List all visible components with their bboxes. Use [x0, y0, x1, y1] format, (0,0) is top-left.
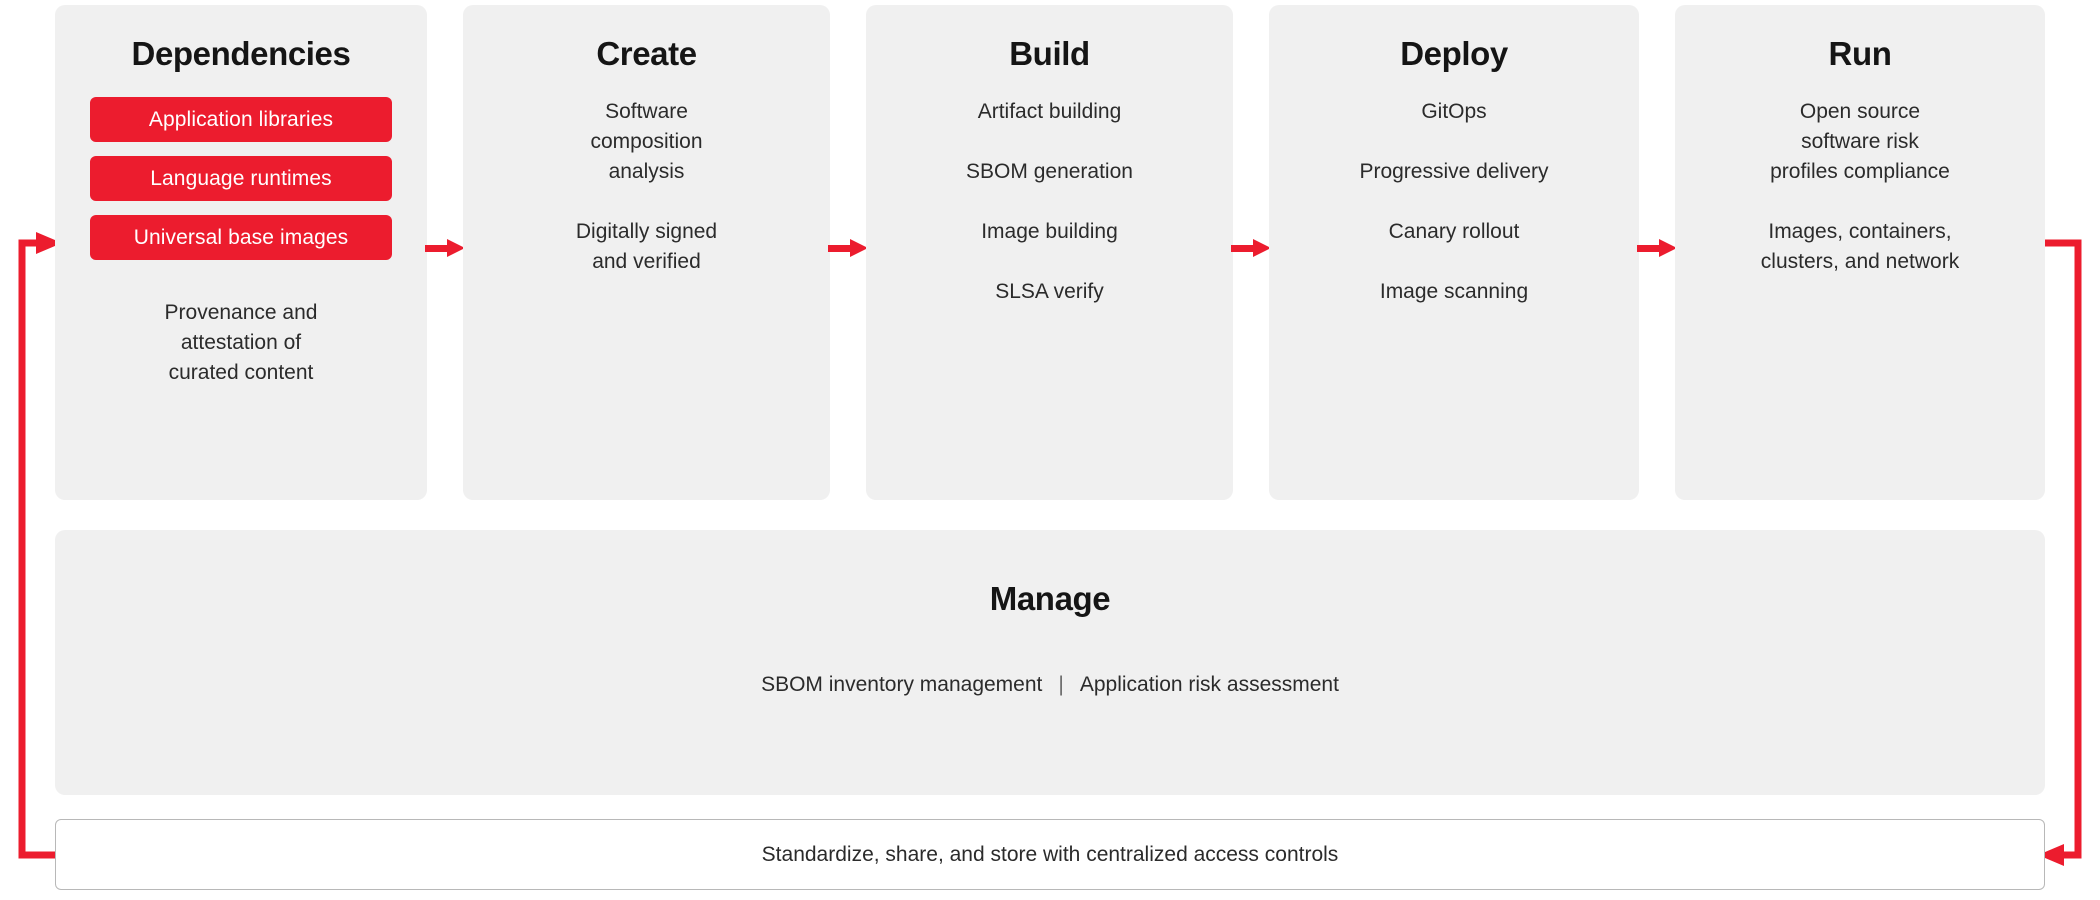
flow-arrow-icon — [828, 239, 868, 257]
pill-list: Application libraries Language runtimes … — [73, 96, 409, 260]
manage-item-app-risk: Application risk assessment — [1079, 673, 1339, 696]
item-list: Artifact building SBOM generation Image … — [884, 97, 1215, 307]
bottom-bar[interactable]: Standardize, share, and store with centr… — [55, 819, 2045, 890]
stage-title: Build — [1009, 35, 1090, 72]
flow-arrow-icon — [1637, 239, 1677, 257]
flow-arrow-icon — [425, 239, 465, 257]
item-list: Open source software risk profiles compl… — [1693, 97, 2027, 277]
list-item: Canary rollout — [1388, 219, 1520, 243]
list-item: Image building — [981, 219, 1118, 243]
stage-card-deploy[interactable]: Deploy GitOps Progressive delivery Canar… — [1269, 5, 1639, 500]
manage-item-sbom-inventory: SBOM inventory management — [761, 673, 1043, 696]
stage-card-create[interactable]: Create Software composition analysis Dig… — [463, 5, 830, 500]
list-item: SLSA verify — [995, 279, 1104, 303]
list-item: Image scanning — [1379, 279, 1529, 303]
stage-card-run[interactable]: Run Open source software risk profiles c… — [1675, 5, 2045, 500]
stage-row: Dependencies Application libraries Langu… — [55, 5, 2045, 500]
manage-separator: | — [1058, 673, 1064, 696]
list-item: Digitally signed and verified — [575, 219, 718, 273]
pill-language-runtimes[interactable]: Language runtimes — [90, 155, 392, 201]
list-item: GitOps — [1421, 99, 1487, 123]
list-item: SBOM generation — [966, 159, 1133, 183]
list-item: Software composition analysis — [590, 99, 703, 183]
manage-title: Manage — [989, 580, 1111, 617]
pill-universal-base-images[interactable]: Universal base images — [90, 214, 392, 260]
stage-title: Create — [596, 35, 697, 72]
manage-subitems: SBOM inventory management | Application … — [761, 673, 1339, 697]
stage-title: Run — [1828, 35, 1892, 72]
bottom-bar-label: Standardize, share, and store with centr… — [761, 842, 1339, 866]
stage-card-dependencies[interactable]: Dependencies Application libraries Langu… — [55, 5, 427, 500]
list-item: Images, containers, clusters, and networ… — [1760, 219, 1960, 273]
manage-card[interactable]: Manage SBOM inventory management | Appli… — [55, 530, 2045, 795]
flow-arrow-icon — [1231, 239, 1271, 257]
list-item: Open source software risk profiles compl… — [1770, 99, 1950, 183]
arrow-gap-2 — [828, 5, 868, 500]
arrow-gap-4 — [1637, 5, 1677, 500]
list-item: Artifact building — [977, 99, 1122, 123]
pill-application-libraries[interactable]: Application libraries — [90, 96, 392, 142]
stage-note: Provenance and attestation of curated co… — [164, 300, 318, 384]
stage-title: Deploy — [1400, 35, 1508, 72]
stage-title: Dependencies — [131, 35, 351, 72]
list-item: Progressive delivery — [1359, 159, 1549, 183]
item-list: GitOps Progressive delivery Canary rollo… — [1287, 97, 1621, 307]
stage-card-build[interactable]: Build Artifact building SBOM generation … — [866, 5, 1233, 500]
arrow-gap-1 — [425, 5, 465, 500]
item-list: Software composition analysis Digitally … — [481, 97, 812, 277]
arrow-gap-3 — [1231, 5, 1271, 500]
